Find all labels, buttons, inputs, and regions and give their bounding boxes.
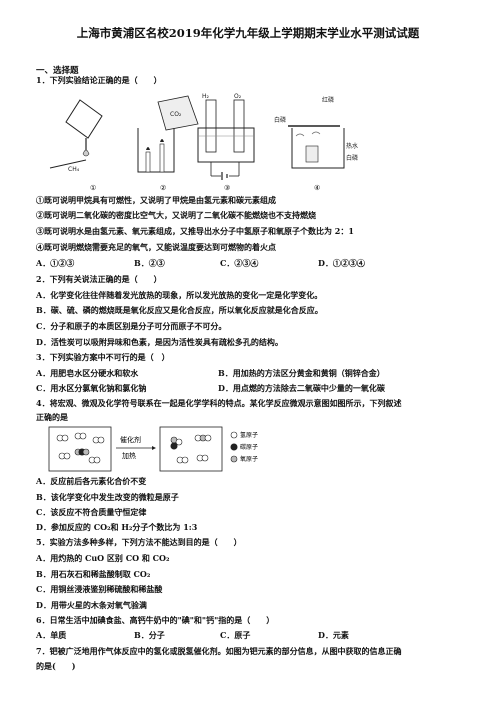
q3-option-d: D．用点燃的方法除去二氧碳中少量的一氧化碳 bbox=[218, 383, 385, 393]
q6-option-d: D．元素 bbox=[318, 630, 349, 640]
page-title: 上海市黄浦区名校2019年化学九年级上学期期末学业水平测试试题 bbox=[76, 26, 420, 40]
q3-stem: 3．下列实验方案中不可行的是（ ） bbox=[36, 352, 170, 362]
q7-stem-line2: 的是( ) bbox=[36, 661, 76, 671]
q2-stem: 2．下列有关说法正确的是（ ） bbox=[36, 274, 162, 284]
q5-stem: 5．实验方法多种多样，下列方法不能达到目的是（ ） bbox=[36, 537, 242, 547]
q1-option-b: B．②③ bbox=[134, 258, 165, 268]
legend-oxygen: 氧原子 bbox=[240, 455, 258, 463]
q2-option-a: A．化学变化往往伴随着发光放热的现象，所以发光放热的变化一定是化学变化。 bbox=[36, 290, 323, 300]
h2-label: H₂ bbox=[202, 93, 210, 100]
q3-option-b: B．用加热的方法区分黄金和黄铜（铜锌合金） bbox=[218, 368, 385, 378]
hot-water-label: 热水 bbox=[346, 142, 358, 150]
fig-num-3: ③ bbox=[224, 184, 230, 192]
q3-option-c: C．用水区分氯氧化钠和氯化钠 bbox=[36, 383, 147, 393]
q2-option-d: D．活性炭可以吸附异味和色素，是因为活性炭具有疏松多孔的结构。 bbox=[36, 337, 283, 347]
q2-option-c: C．分子和原子的本质区别是分子可分而原子不可分。 bbox=[36, 321, 227, 331]
q4-option-d: D．参加反应的 CO₂和 H₂分子个数比为 1:3 bbox=[36, 522, 198, 532]
q4-stem-line1: 4．将宏观、微观及化学符号联系在一起是化学学科的特点。某化学反应微观示意图如图所… bbox=[36, 398, 402, 408]
section-heading: 一、选择题 bbox=[36, 66, 79, 76]
q1-statement-4: ④既可说明燃烧需要充足的氧气，又能说温度要达到可燃物的着火点 bbox=[36, 242, 276, 252]
q4-option-b: B．该化学变化中发生改变的微粒是原子 bbox=[36, 492, 179, 502]
fig-num-1: ① bbox=[90, 184, 96, 192]
white-p-label: 白磷 bbox=[274, 116, 286, 124]
q4-stem-line2: 正确的是 bbox=[36, 412, 68, 422]
q5-option-a: A．用灼热的 CuO 区别 CO 和 CO₂ bbox=[36, 553, 170, 563]
fig-num-2: ② bbox=[160, 184, 166, 192]
o2-label: O₂ bbox=[234, 93, 242, 100]
q6-option-b: B．分子 bbox=[134, 630, 165, 640]
q6-option-a: A．单质 bbox=[36, 630, 67, 640]
q1-statement-3: ③既可说明水是由氢元素、氧元素组成，又推导出水分子中氢原子和氧原子个数比为 2：… bbox=[36, 226, 354, 236]
q1-fig2: CO₂ bbox=[137, 95, 199, 173]
q1-option-a: A．①②③ bbox=[36, 258, 75, 268]
q1-fig4: 红磷 白磷 热水 白磷 bbox=[274, 96, 358, 169]
ch4-label: CH₄ bbox=[68, 166, 80, 173]
q3-option-a: A．用肥皂水区分硬水和软水 bbox=[36, 368, 139, 378]
q4-reaction-diagram: 催化剂 加热 氢原子 碳原子 氧原子 bbox=[48, 426, 258, 472]
co2-label: CO₂ bbox=[170, 111, 182, 118]
q7-stem-line1: 7．钯被广泛地用作气体反应中的氢化或脱氢催化剂。如图为钯元素的部分信息，从图中获… bbox=[36, 646, 402, 656]
q4-option-c: C．该反应不符合质量守恒定律 bbox=[36, 507, 147, 517]
q5-option-d: D．用带火星的木条对氧气验满 bbox=[36, 600, 147, 610]
q1-fig3: H₂ O₂ bbox=[197, 93, 255, 180]
q5-option-b: B．用石灰石和稀盐酸制取 CO₂ bbox=[36, 569, 151, 579]
q5-option-c: C．用铜丝浸液鉴别稀硫酸和稀盐酸 bbox=[36, 584, 163, 594]
q1-option-c: C．②③④ bbox=[220, 258, 259, 268]
q1-option-d: D．①②③④ bbox=[318, 258, 365, 268]
q6-option-c: C．原子 bbox=[220, 630, 251, 640]
q2-option-b: B．碳、硫、磷的燃烧既是氧化反应又是化合反应，所以氧化反应就是化合反应。 bbox=[36, 305, 323, 315]
q6-stem: 6．日常生活中加碘食盐、高钙牛奶中的"碘"和"钙"指的是（ ） bbox=[36, 615, 275, 625]
q4-option-a: A．反应前后各元素化合价不变 bbox=[36, 476, 147, 486]
heat-label: 加热 bbox=[122, 451, 136, 460]
fig-num-4: ④ bbox=[314, 184, 320, 192]
q1-figure: CH₄ CO₂ H₂ O₂ 红磷 白磷 热水 白磷 ① ② ③ ④ bbox=[49, 93, 358, 192]
red-p-label: 红磷 bbox=[322, 96, 334, 104]
q1-statement-2: ②既可说明二氧化碳的密度比空气大，又说明了二氧化碳不能燃烧也不支持燃烧 bbox=[36, 210, 316, 220]
q1-statement-1: ①既可说明甲烷具有可燃性，又说明了甲烷是由氢元素和碳元素组成 bbox=[36, 195, 276, 205]
catalyst-label: 催化剂 bbox=[120, 435, 141, 444]
q1-stem: 1．下列实验结论正确的是（ ） bbox=[36, 75, 162, 85]
legend-hydrogen: 氢原子 bbox=[240, 431, 258, 439]
q1-fig1: CH₄ bbox=[49, 99, 103, 173]
legend-carbon: 碳原子 bbox=[240, 443, 258, 451]
white-p2-label: 白磷 bbox=[346, 154, 358, 162]
